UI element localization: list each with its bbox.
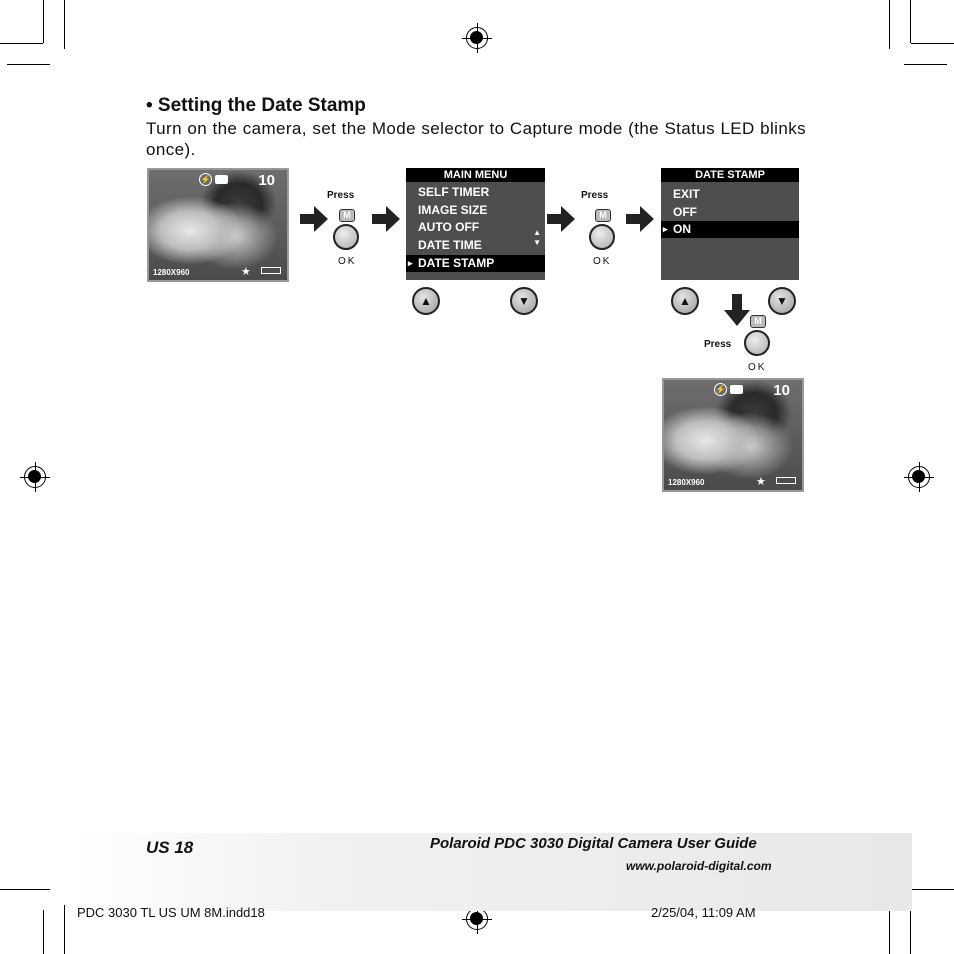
mode-button[interactable]: M bbox=[339, 209, 355, 222]
mode-button[interactable]: M bbox=[750, 315, 766, 328]
menu-item-off[interactable]: OFF bbox=[661, 204, 799, 221]
down-button[interactable]: ▼ bbox=[510, 287, 538, 315]
menu-item-date-time[interactable]: DATE TIME bbox=[406, 237, 545, 254]
section-heading: • Setting the Date Stamp bbox=[146, 95, 366, 117]
capture-screen: ⚡ 10 1280X960 ★ bbox=[147, 168, 289, 282]
resolution-label: 1280X960 bbox=[153, 268, 189, 277]
mode-button[interactable]: M bbox=[595, 209, 611, 222]
right-arrow-icon bbox=[547, 206, 575, 232]
menu-item-auto-off[interactable]: AUTO OFF bbox=[406, 219, 545, 236]
slug-timestamp: 2/25/04, 11:09 AM bbox=[651, 905, 756, 920]
shots-remaining: 10 bbox=[258, 172, 275, 189]
ok-button[interactable] bbox=[589, 224, 615, 250]
shots-remaining: 10 bbox=[773, 382, 790, 399]
website-url: www.polaroid-digital.com bbox=[626, 859, 772, 873]
menu-title: MAIN MENU bbox=[406, 168, 545, 182]
result-screen: ⚡ 10 1280X960 ★ bbox=[662, 378, 804, 492]
scroll-down-icon: ▼ bbox=[533, 238, 541, 247]
right-arrow-icon bbox=[372, 206, 400, 232]
up-button[interactable]: ▲ bbox=[412, 287, 440, 315]
resolution-label: 1280X960 bbox=[668, 478, 704, 487]
registration-mark-top bbox=[466, 27, 488, 49]
menu-item-image-size[interactable]: IMAGE SIZE bbox=[406, 202, 545, 219]
battery-icon bbox=[261, 267, 281, 274]
registration-mark-bottom bbox=[466, 908, 488, 930]
flash-off-icon: ⚡ bbox=[199, 173, 212, 186]
down-arrow-icon bbox=[724, 294, 750, 326]
battery-icon bbox=[776, 477, 796, 484]
press-label: Press bbox=[327, 190, 354, 201]
menu-item-on[interactable]: ON bbox=[661, 221, 799, 238]
page-number: US 18 bbox=[146, 838, 193, 858]
slug-filename: PDC 3030 TL US UM 8M.indd18 bbox=[77, 905, 265, 920]
main-menu-screen: MAIN MENU SELF TIMER IMAGE SIZE AUTO OFF… bbox=[406, 168, 545, 280]
menu-item-self-timer[interactable]: SELF TIMER bbox=[406, 184, 545, 201]
up-button[interactable]: ▲ bbox=[671, 287, 699, 315]
menu-item-exit[interactable]: EXIT bbox=[661, 186, 799, 203]
right-arrow-icon bbox=[626, 206, 654, 232]
menu-title: DATE STAMP bbox=[661, 168, 799, 182]
quality-star-icon: ★ bbox=[756, 475, 766, 488]
camera-icon bbox=[730, 385, 743, 394]
press-label: Press bbox=[581, 190, 608, 201]
date-stamp-menu-screen: DATE STAMP EXIT OFF ON bbox=[661, 168, 799, 280]
flash-off-icon: ⚡ bbox=[714, 383, 727, 396]
ok-label: OK bbox=[748, 362, 766, 373]
ok-label: OK bbox=[338, 256, 356, 267]
ok-button[interactable] bbox=[333, 224, 359, 250]
right-arrow-icon bbox=[300, 206, 328, 232]
ok-button[interactable] bbox=[744, 330, 770, 356]
scroll-up-icon: ▲ bbox=[533, 228, 541, 237]
menu-item-date-stamp[interactable]: DATE STAMP bbox=[406, 255, 545, 272]
down-button[interactable]: ▼ bbox=[768, 287, 796, 315]
registration-mark-right bbox=[908, 466, 930, 488]
ok-label: OK bbox=[593, 256, 611, 267]
quality-star-icon: ★ bbox=[241, 265, 251, 278]
instruction-text: Turn on the camera, set the Mode selecto… bbox=[146, 118, 806, 160]
camera-icon bbox=[215, 175, 228, 184]
press-label: Press bbox=[704, 339, 731, 350]
guide-title: Polaroid PDC 3030 Digital Camera User Gu… bbox=[430, 835, 757, 852]
registration-mark-left bbox=[24, 466, 46, 488]
